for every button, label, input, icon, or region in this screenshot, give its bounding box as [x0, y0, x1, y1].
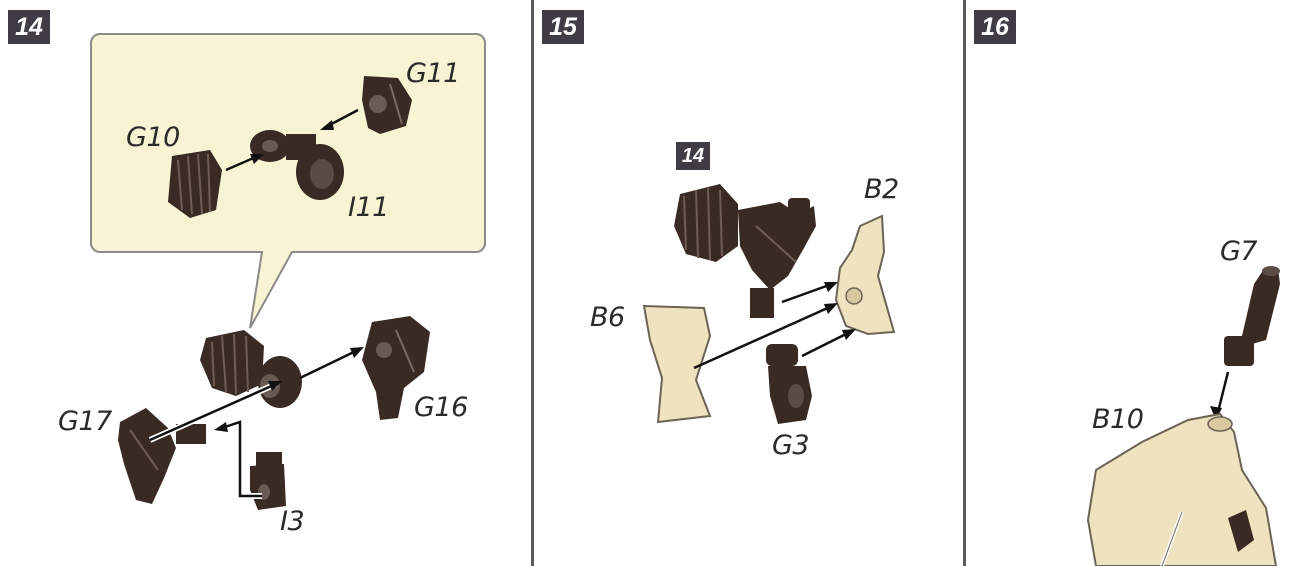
part-b2 — [836, 216, 894, 334]
step-14-panel: 14 G11 G10 I11 G17 G16 I3 — [0, 0, 531, 566]
label-g7: G7 — [1220, 236, 1257, 267]
step-16-panel: 16 G7 B10 — [966, 0, 1309, 566]
part-g3 — [766, 344, 812, 424]
label-g16: G16 — [414, 392, 468, 423]
step-number-badge: 15 — [542, 10, 584, 44]
reference-step-badge: 14 — [676, 142, 710, 170]
part-i11 — [296, 144, 344, 200]
step-number-badge: 16 — [974, 10, 1016, 44]
part-i3 — [250, 452, 286, 510]
label-b2: B2 — [864, 174, 899, 205]
part-b10 — [1088, 414, 1276, 566]
step-16-illustration — [966, 0, 1309, 566]
label-g3: G3 — [772, 430, 809, 461]
label-i11: I11 — [348, 192, 389, 223]
part-g7 — [1224, 266, 1280, 366]
part-g10 — [168, 150, 222, 218]
label-i3: I3 — [280, 506, 304, 537]
label-b10: B10 — [1092, 404, 1143, 435]
step-15-illustration — [534, 0, 963, 566]
label-g17: G17 — [58, 406, 112, 437]
label-g11: G11 — [406, 58, 460, 89]
label-g10: G10 — [126, 122, 180, 153]
step-number-badge: 14 — [8, 10, 50, 44]
step-15-panel: 15 14 B2 B6 G3 — [534, 0, 963, 566]
label-b6: B6 — [590, 302, 625, 333]
